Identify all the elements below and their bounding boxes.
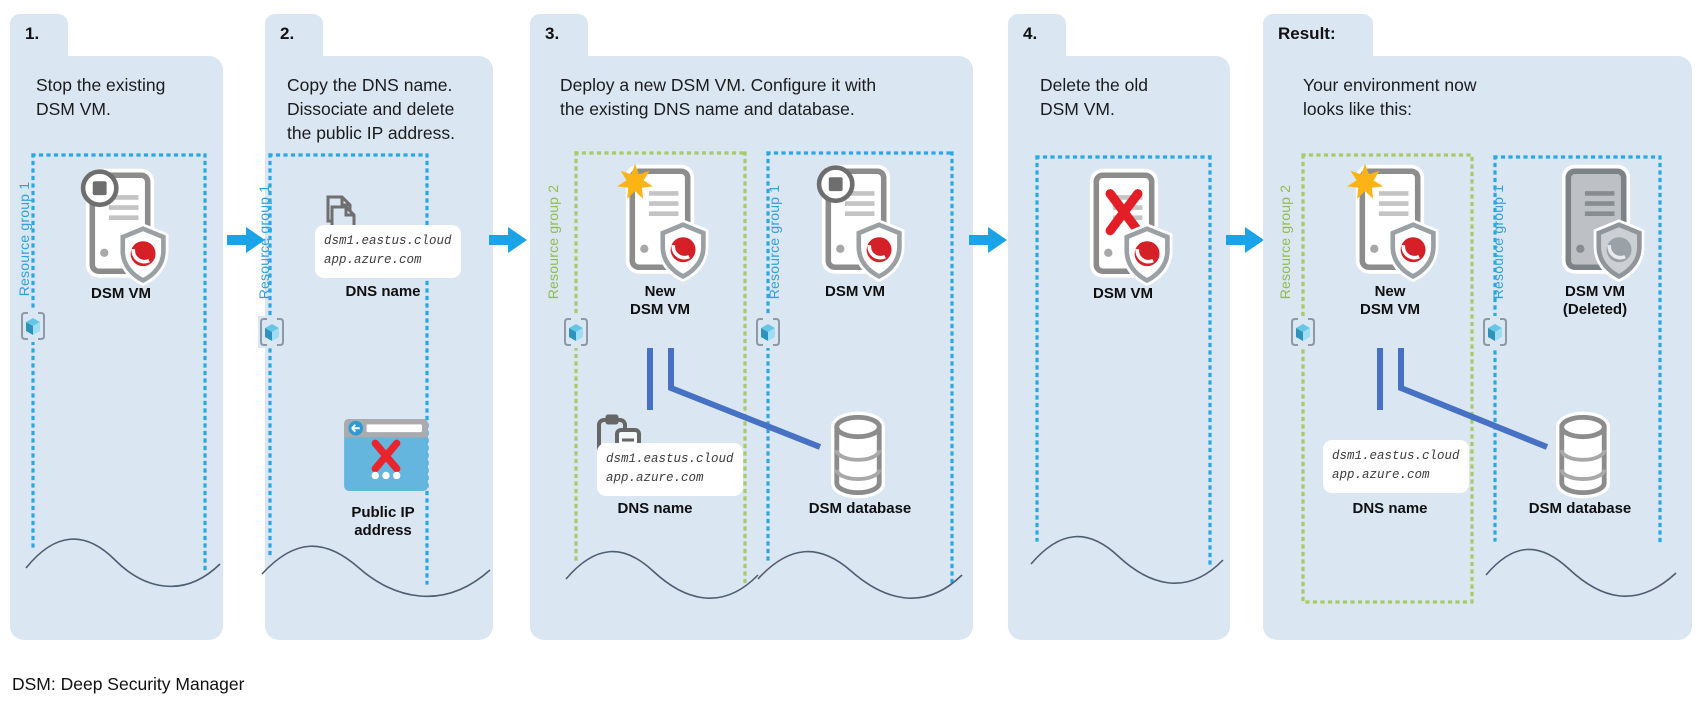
step-4-tab: 4.: [1008, 14, 1066, 56]
azure-resource-group-cube-icon: [1480, 315, 1510, 349]
result-body: [1263, 56, 1692, 640]
resource-group-1-border: [268, 153, 429, 585]
resource-group-2-label: Resource group 2: [545, 184, 561, 300]
step-3-tab: 3.: [530, 14, 588, 56]
vm-caption: DSM VM: [91, 285, 151, 302]
dns-name-value: dsm1.eastus.cloud app.azure.com: [315, 225, 461, 278]
step-3-panel: 3. Deploy a new DSM VM. Configure it wit…: [530, 14, 973, 640]
step-3-body: [530, 56, 973, 640]
deleted-vm-caption: DSM VM (Deleted): [1562, 283, 1628, 318]
trend-micro-shield-icon: [859, 225, 900, 277]
continuation-wave: [757, 550, 963, 599]
trend-micro-shield-icon: [1127, 229, 1168, 281]
step-2-body: [265, 56, 493, 640]
trend-micro-shield-icon: [663, 225, 704, 277]
database-caption: DSM database: [808, 500, 912, 517]
result-panel: Result: Your environment now looks like …: [1263, 14, 1692, 640]
dns-name-value: dsm1.eastus.cloud app.azure.com: [1323, 440, 1469, 493]
azure-resource-group-cube-icon: [18, 309, 48, 343]
next-step-arrow-icon: [489, 227, 527, 253]
result-tab: Result:: [1263, 14, 1373, 56]
step-4-description: Delete the old DSM VM.: [1040, 75, 1148, 119]
azure-resource-group-cube-icon: [561, 315, 591, 349]
dns-name-caption: DNS name: [345, 283, 421, 300]
vm-caption: DSM VM: [1093, 285, 1153, 302]
resource-group-1-label: Resource group 1: [1490, 184, 1506, 300]
dns-name-value: dsm1.eastus.cloud app.azure.com: [597, 443, 743, 496]
new-vm-caption: New DSM VM: [630, 283, 690, 318]
deleted-gray-dsm-vm-icon: [1548, 162, 1644, 282]
database-cylinder-icon: [1556, 413, 1610, 497]
step-3-tab-label: 3.: [545, 24, 560, 43]
public-ip-caption: Public IP address: [351, 504, 415, 539]
result-description: Your environment now looks like this:: [1303, 75, 1477, 119]
azure-resource-group-cube-icon: [257, 315, 287, 349]
step-2-tab-label: 2.: [280, 24, 295, 43]
resource-group-2-label: Resource group 2: [1277, 184, 1293, 300]
dns-name-caption: DNS name: [617, 500, 693, 517]
database-cylinder-icon: [831, 413, 885, 497]
step-4-tab-label: 4.: [1023, 24, 1038, 43]
resource-group-border: [1035, 155, 1212, 567]
step-1-tab: 1.: [10, 14, 68, 56]
resource-group-1-label: Resource group 1: [16, 181, 32, 297]
resource-group-1-border: [766, 151, 954, 587]
step-2-tab: 2.: [265, 14, 323, 56]
vm-caption: DSM VM: [825, 283, 885, 300]
step-4-panel: 4. Delete the old DSM VM. DSM VM: [1008, 14, 1230, 640]
stop-badge-icon: [819, 168, 852, 201]
deleted-dsm-vm-icon: [1076, 166, 1172, 286]
step-3-description: Deploy a new DSM VM. Configure it with t…: [560, 75, 877, 119]
step-2-description: Copy the DNS name. Dissociate and delete…: [287, 75, 455, 143]
azure-resource-group-cube-icon: [753, 315, 783, 349]
resource-group-2-border: [1301, 153, 1474, 604]
next-step-arrow-icon: [969, 227, 1007, 253]
step-1-body: [10, 56, 223, 640]
continuation-wave: [1030, 535, 1224, 584]
stopped-dsm-vm-icon: [72, 166, 168, 286]
result-tab-label: Result:: [1278, 24, 1336, 43]
continuation-wave: [261, 545, 491, 598]
next-step-arrow-icon: [1226, 227, 1264, 253]
vm-connector-lines: [647, 348, 822, 450]
step-2-panel: 2. Copy the DNS name. Dissociate and del…: [256, 14, 493, 640]
new-dsm-vm-icon: [1347, 163, 1438, 282]
continuation-wave: [1485, 548, 1677, 597]
resource-group-2-border: [574, 151, 747, 587]
browser-public-ip-icon: [343, 418, 429, 492]
trend-micro-shield-icon: [1393, 225, 1434, 277]
trend-micro-shield-icon: [123, 229, 164, 281]
resource-group-1-label: Resource group 1: [256, 184, 272, 300]
continuation-wave: [565, 550, 759, 599]
new-vm-caption: New DSM VM: [1360, 283, 1420, 318]
dns-name-caption: DNS name: [1352, 500, 1428, 517]
step-1-description: Stop the existing DSM VM.: [36, 75, 166, 119]
step-1-panel: 1. Stop the existing DSM VM. Resource gr…: [10, 14, 223, 640]
dsm-legend: DSM: Deep Security Manager: [12, 674, 245, 694]
step-4-body: [1008, 56, 1230, 640]
continuation-wave: [25, 538, 221, 588]
resource-group-1-border: [31, 153, 207, 572]
stopped-dsm-vm-icon: [808, 162, 904, 282]
stop-badge-icon: [83, 172, 116, 205]
azure-resource-group-cube-icon: [1288, 315, 1318, 349]
step-1-tab-label: 1.: [25, 24, 40, 43]
trend-micro-shield-gray-icon: [1599, 225, 1640, 277]
database-caption: DSM database: [1528, 500, 1632, 517]
vm-connector-lines: [1377, 348, 1549, 450]
new-dsm-vm-icon: [617, 163, 708, 282]
resource-group-1-border: [1493, 155, 1662, 547]
